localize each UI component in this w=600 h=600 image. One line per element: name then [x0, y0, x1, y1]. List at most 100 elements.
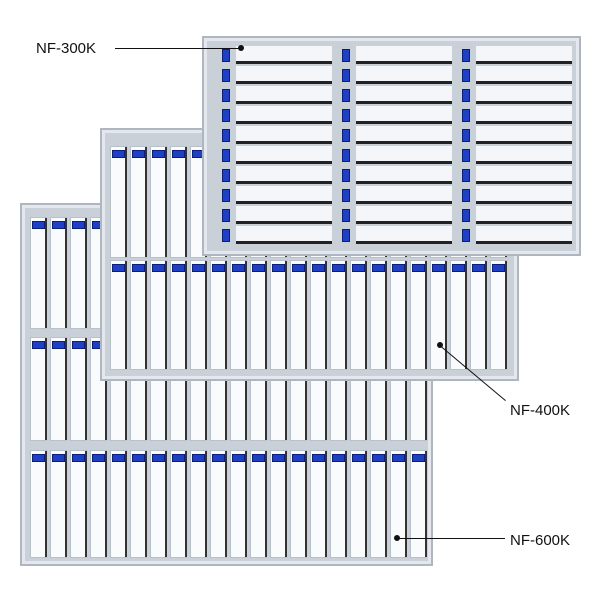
blue-tab: [412, 264, 425, 272]
blue-tab: [462, 89, 470, 102]
blue-tab: [32, 221, 45, 229]
blue-tab: [372, 264, 385, 272]
name-slot: [30, 337, 47, 441]
blue-tab: [152, 454, 165, 462]
blue-tab: [92, 454, 105, 462]
blue-tab: [222, 69, 230, 82]
blue-tab: [232, 264, 245, 272]
blue-tab: [252, 264, 265, 272]
name-slot: [490, 260, 507, 370]
name-slot: [30, 217, 47, 329]
name-slot: [250, 260, 267, 370]
name-slot: [470, 260, 487, 370]
blue-tab: [292, 264, 305, 272]
name-slot: [390, 450, 407, 558]
name-slot: [110, 450, 127, 558]
blue-tab: [222, 109, 230, 122]
blue-tab: [52, 341, 65, 349]
name-slot: [310, 450, 327, 558]
blue-tab: [462, 229, 470, 242]
blue-tab: [192, 454, 205, 462]
name-slot: [170, 450, 187, 558]
blue-tab: [132, 454, 145, 462]
name-slot: [236, 166, 332, 184]
name-slot: [236, 146, 332, 164]
blue-tab: [462, 149, 470, 162]
blue-tab: [342, 149, 350, 162]
name-slot: [190, 450, 207, 558]
name-slot: [330, 260, 347, 370]
name-slot: [230, 260, 247, 370]
blue-tab: [222, 209, 230, 222]
name-slot: [110, 260, 127, 370]
name-slot: [236, 206, 332, 224]
name-slot: [310, 260, 327, 370]
blue-tab: [272, 264, 285, 272]
name-slot: [350, 260, 367, 370]
blue-tab: [132, 264, 145, 272]
blue-tab: [432, 264, 445, 272]
name-slot: [476, 126, 572, 144]
name-slot: [210, 260, 227, 370]
name-slot: [476, 206, 572, 224]
name-slot: [356, 106, 452, 124]
blue-tab: [222, 149, 230, 162]
nf-600k-label: NF-600K: [510, 532, 571, 549]
blue-tab: [32, 341, 45, 349]
blue-tab: [222, 229, 230, 242]
name-slot: [390, 260, 407, 370]
blue-tab: [112, 264, 125, 272]
blue-tab: [272, 454, 285, 462]
blue-tab: [152, 150, 165, 158]
name-slot: [476, 146, 572, 164]
name-slot: [150, 450, 167, 558]
blue-tab: [452, 264, 465, 272]
blue-tab: [232, 454, 245, 462]
blue-tab: [462, 49, 470, 62]
blue-tab: [392, 264, 405, 272]
name-slot: [70, 450, 87, 558]
blue-tab: [312, 454, 325, 462]
name-slot: [50, 450, 67, 558]
nf-300k-leader-line: [115, 48, 241, 49]
blue-tab: [172, 264, 185, 272]
blue-tab: [352, 454, 365, 462]
name-slot: [236, 186, 332, 204]
name-slot: [290, 450, 307, 558]
name-slot: [110, 146, 127, 258]
blue-tab: [342, 209, 350, 222]
name-slot: [90, 450, 107, 558]
nf-300k-leader-dot: [238, 45, 244, 51]
name-slot: [476, 106, 572, 124]
name-slot: [356, 126, 452, 144]
name-slot: [356, 146, 452, 164]
blue-tab: [132, 150, 145, 158]
blue-tab: [172, 454, 185, 462]
name-slot: [236, 46, 332, 64]
blue-tab: [222, 189, 230, 202]
name-slot: [50, 217, 67, 329]
name-slot: [476, 166, 572, 184]
nf-300k-label: NF-300K: [36, 40, 97, 57]
blue-tab: [112, 150, 125, 158]
blue-tab: [312, 264, 325, 272]
blue-tab: [342, 169, 350, 182]
name-slot: [190, 260, 207, 370]
name-slot: [476, 226, 572, 244]
name-slot: [430, 260, 447, 370]
blue-tab: [462, 189, 470, 202]
blue-tab: [112, 454, 125, 462]
name-slot: [370, 260, 387, 370]
blue-tab: [152, 264, 165, 272]
name-slot: [130, 450, 147, 558]
name-slot: [356, 226, 452, 244]
name-slot: [330, 450, 347, 558]
name-slot: [356, 86, 452, 104]
name-slot: [270, 450, 287, 558]
name-slot: [170, 146, 187, 258]
name-slot: [236, 106, 332, 124]
nf-400k-label: NF-400K: [510, 402, 571, 419]
nf-600k-leader-line: [397, 538, 505, 539]
name-slot: [350, 450, 367, 558]
blue-tab: [192, 264, 205, 272]
